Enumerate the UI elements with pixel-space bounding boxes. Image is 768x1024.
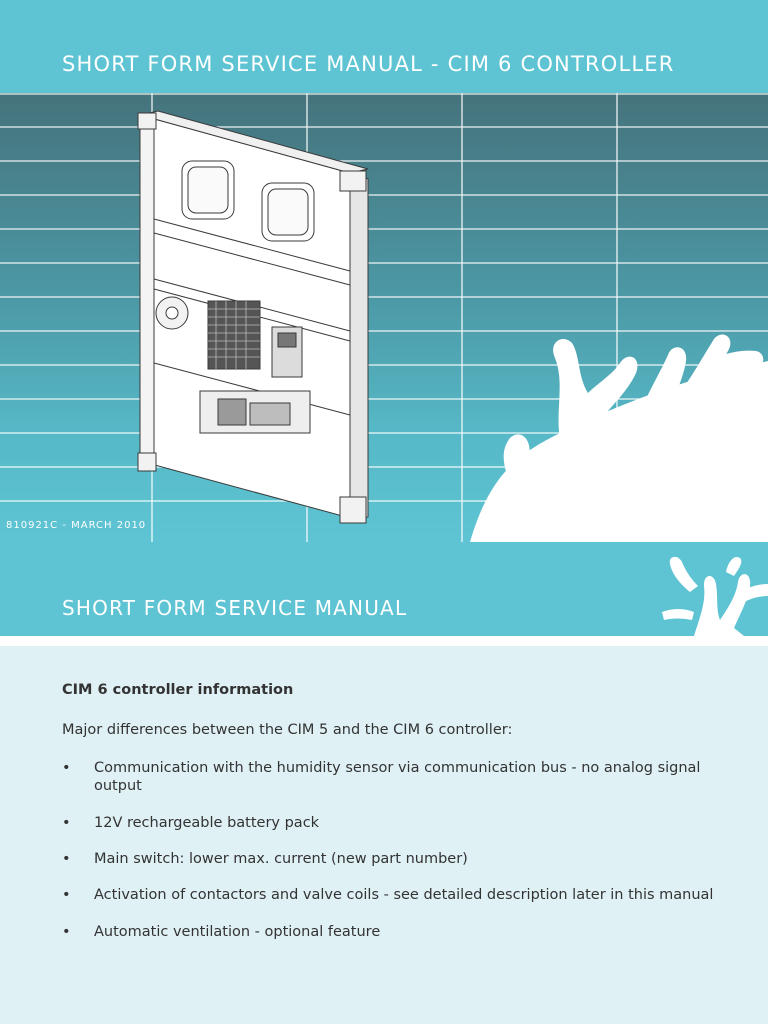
list-item-text: Automatic ventilation - optional feature xyxy=(94,924,381,940)
list-item-text: Main switch: lower max. current (new par… xyxy=(94,851,468,867)
divider xyxy=(0,636,768,646)
section-title: SHORT FORM SERVICE MANUAL xyxy=(62,596,408,620)
bullet-icon: • xyxy=(62,887,71,903)
bullet-icon: • xyxy=(62,851,71,867)
section-band: SHORT FORM SERVICE MANUAL xyxy=(0,542,768,636)
content-panel: CIM 6 controller information Major diffe… xyxy=(0,646,768,1024)
intro-text: Major differences between the CIM 5 and … xyxy=(62,722,513,738)
coral-silhouette-small xyxy=(662,556,768,636)
content-heading: CIM 6 controller information xyxy=(62,682,294,698)
page-title: SHORT FORM SERVICE MANUAL - CIM 6 CONTRO… xyxy=(62,52,675,76)
list-item-text: Activation of contactors and valve coils… xyxy=(94,887,714,903)
bullet-icon: • xyxy=(62,760,71,776)
coral-silhouette-large xyxy=(470,334,768,542)
refrigeration-unit-drawing xyxy=(137,110,369,524)
bullet-icon: • xyxy=(62,815,71,831)
list-item-text: Communication with the humidity sensor v… xyxy=(94,760,701,794)
top-header: SHORT FORM SERVICE MANUAL - CIM 6 CONTRO… xyxy=(0,0,768,93)
cover-illustration-area xyxy=(0,93,768,542)
grid-background xyxy=(0,93,768,542)
bullet-icon: • xyxy=(62,924,71,940)
list-item-text: 12V rechargeable battery pack xyxy=(94,815,320,831)
document-code: 810921C - MARCH 2010 xyxy=(6,520,147,531)
